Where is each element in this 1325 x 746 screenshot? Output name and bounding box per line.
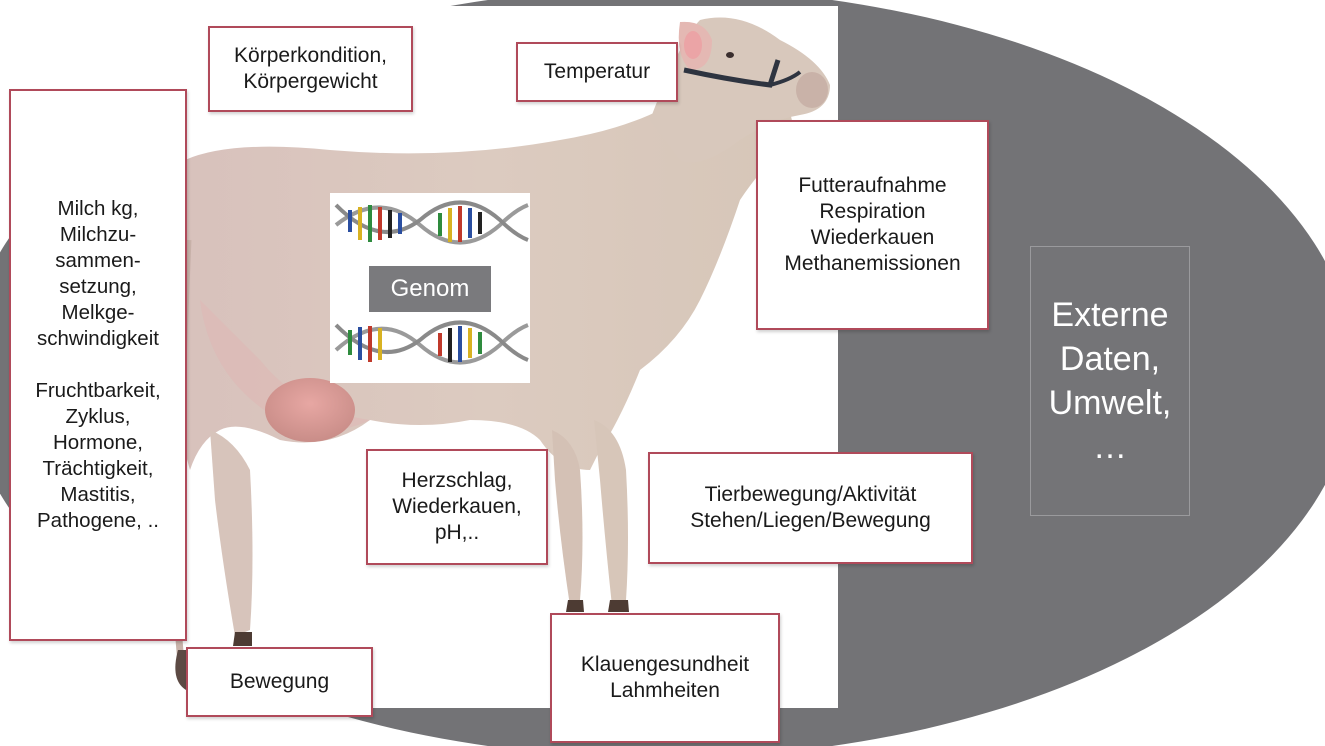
body-condition-box: Körperkondition, Körpergewicht bbox=[208, 26, 413, 112]
milk-fertility-box: Milch kg, Milchzu- sammen- setzung, Melk… bbox=[9, 89, 187, 641]
movement-box: Bewegung bbox=[186, 647, 373, 717]
feed-intake-box: Futteraufnahme Respiration Wiederkauen M… bbox=[756, 120, 989, 330]
activity-box: Tierbewegung/Aktivität Stehen/Liegen/Bew… bbox=[648, 452, 973, 564]
heartbeat-box: Herzschlag, Wiederkauen, pH,.. bbox=[366, 449, 548, 565]
claw-health-box: Klauengesundheit Lahmheiten bbox=[550, 613, 780, 743]
genome-label: Genom bbox=[369, 266, 491, 312]
temperature-box: Temperatur bbox=[516, 42, 678, 102]
external-data-box: Externe Daten, Umwelt, … bbox=[1030, 246, 1190, 516]
